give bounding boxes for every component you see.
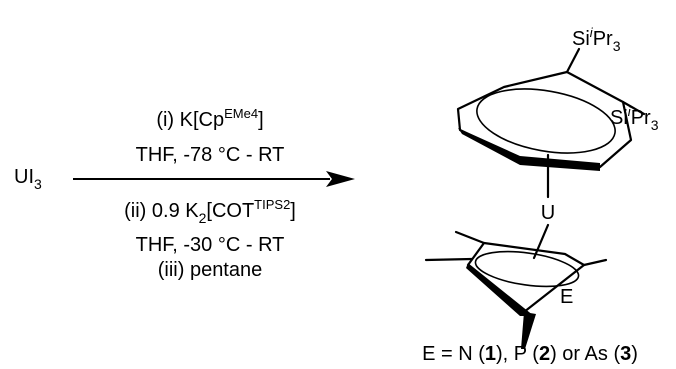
cp-ring (424, 230, 608, 349)
product-structure: SiiPr3 SiiPr3 U E (424, 25, 659, 349)
silyl-label-top: SiiPr3 (572, 25, 621, 54)
metal-center-label: U (541, 202, 555, 224)
heteroatom-label: E (560, 286, 573, 308)
reactant-main: UI (14, 166, 34, 188)
reactant-subscript: 3 (34, 176, 42, 192)
conditions-below: (ii) 0.9 K2[COTTIPS2] THF, -30 °C - RT (… (124, 197, 296, 281)
silyl-label-side: SiiPr3 (610, 104, 659, 133)
condition-step-2: (ii) 0.9 K2[COTTIPS2] (124, 197, 296, 226)
product-caption: E = N (1), P (2) or As (3) (422, 343, 638, 365)
condition-step-1-solvent: THF, -78 °C - RT (136, 144, 285, 166)
svg-text:UI3: UI3 (14, 166, 42, 192)
condition-step-3: (iii) pentane (158, 259, 263, 281)
cot-ring (456, 47, 646, 171)
reaction-arrow (73, 171, 355, 187)
reactant-label: UI3 (14, 166, 42, 192)
metal-ring-bond (532, 223, 550, 260)
condition-step-1: (i) K[CpEMe4] (156, 106, 263, 131)
conditions-above: (i) K[CpEMe4] THF, -78 °C - RT (136, 106, 285, 166)
condition-step-2-solvent: THF, -30 °C - RT (136, 234, 285, 256)
